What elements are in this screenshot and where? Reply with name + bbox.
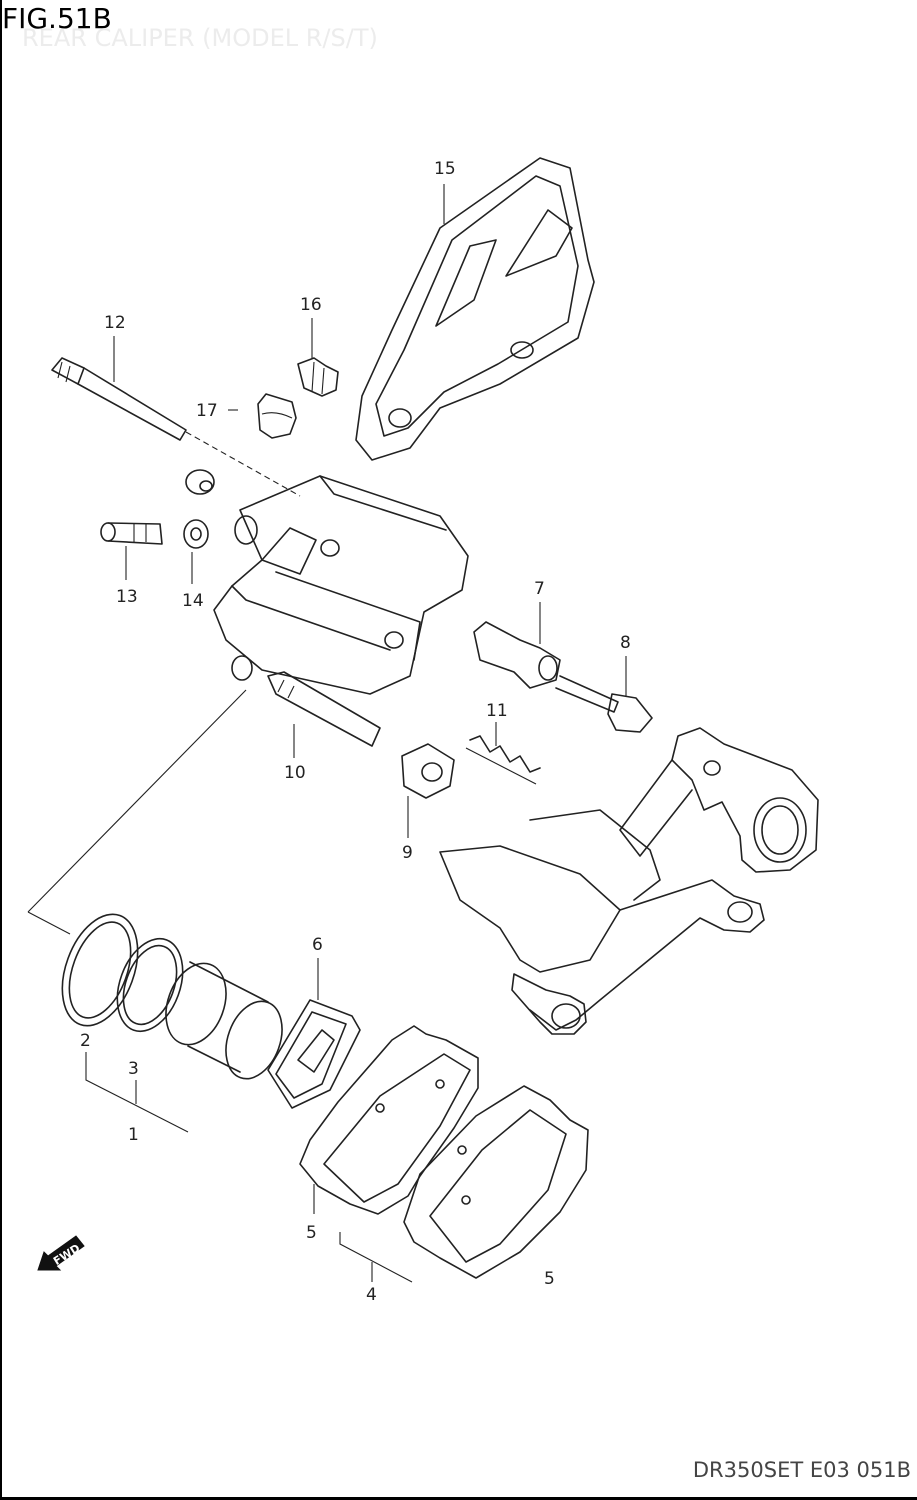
torque-link-arm[interactable] [439,727,819,1035]
callout-8: 8 [620,633,631,653]
part-15-caliper-bracket[interactable] [355,157,595,461]
fwd-arrow-icon: FWD [37,1235,85,1271]
figure-subtitle: REAR CALIPER (MODEL R/S/T) [22,24,378,52]
part-17-boot[interactable] [257,393,297,439]
part-6-pad-spring[interactable] [267,999,361,1109]
part-7-sleeve[interactable] [473,621,561,689]
part-9-sleeve[interactable] [401,743,455,799]
part-1-piston[interactable] [155,955,292,1087]
callout-1: 1 [128,1125,139,1145]
callout-7: 7 [534,579,545,599]
part-12-slide-pin[interactable] [51,357,301,497]
document-code: DR350SET E03 051B [692,1458,911,1482]
callout-16: 16 [300,295,322,315]
callout-5-lower: 5 [544,1269,555,1289]
callout-9: 9 [402,843,413,863]
caliper-leader-line [27,689,247,913]
part-11-spring[interactable] [465,735,541,785]
part-8-nut[interactable] [555,675,653,733]
callout-5-upper: 5 [306,1223,317,1243]
callout-6: 6 [312,935,323,955]
callout-2: 2 [80,1031,91,1051]
part-16-bolt[interactable] [297,357,339,397]
part-3-seal[interactable] [105,930,194,1041]
callout-17: 17 [196,401,218,421]
part-2-seal[interactable] [48,904,152,1036]
callout-15: 15 [434,159,456,179]
callout-3: 3 [128,1059,139,1079]
callout-4: 4 [366,1285,377,1305]
leader-4-bracket [339,1232,413,1283]
callout-10: 10 [284,763,306,783]
part-14-caps[interactable] [183,469,215,549]
part-5-brake-pad-inner[interactable] [299,1025,479,1215]
leader-1-bracket [85,1052,189,1133]
callout-14: 14 [182,591,204,611]
caliper-body[interactable] [213,475,469,695]
caliper-leader-line-2 [27,911,71,935]
part-10-sleeve[interactable] [267,671,381,747]
figure-title: FIG.51B [2,2,112,35]
part-5-brake-pad-outer[interactable] [403,1085,589,1279]
part-13-bleeder[interactable] [100,522,163,545]
callout-11: 11 [486,701,508,721]
callout-12: 12 [104,313,126,333]
callout-13: 13 [116,587,138,607]
